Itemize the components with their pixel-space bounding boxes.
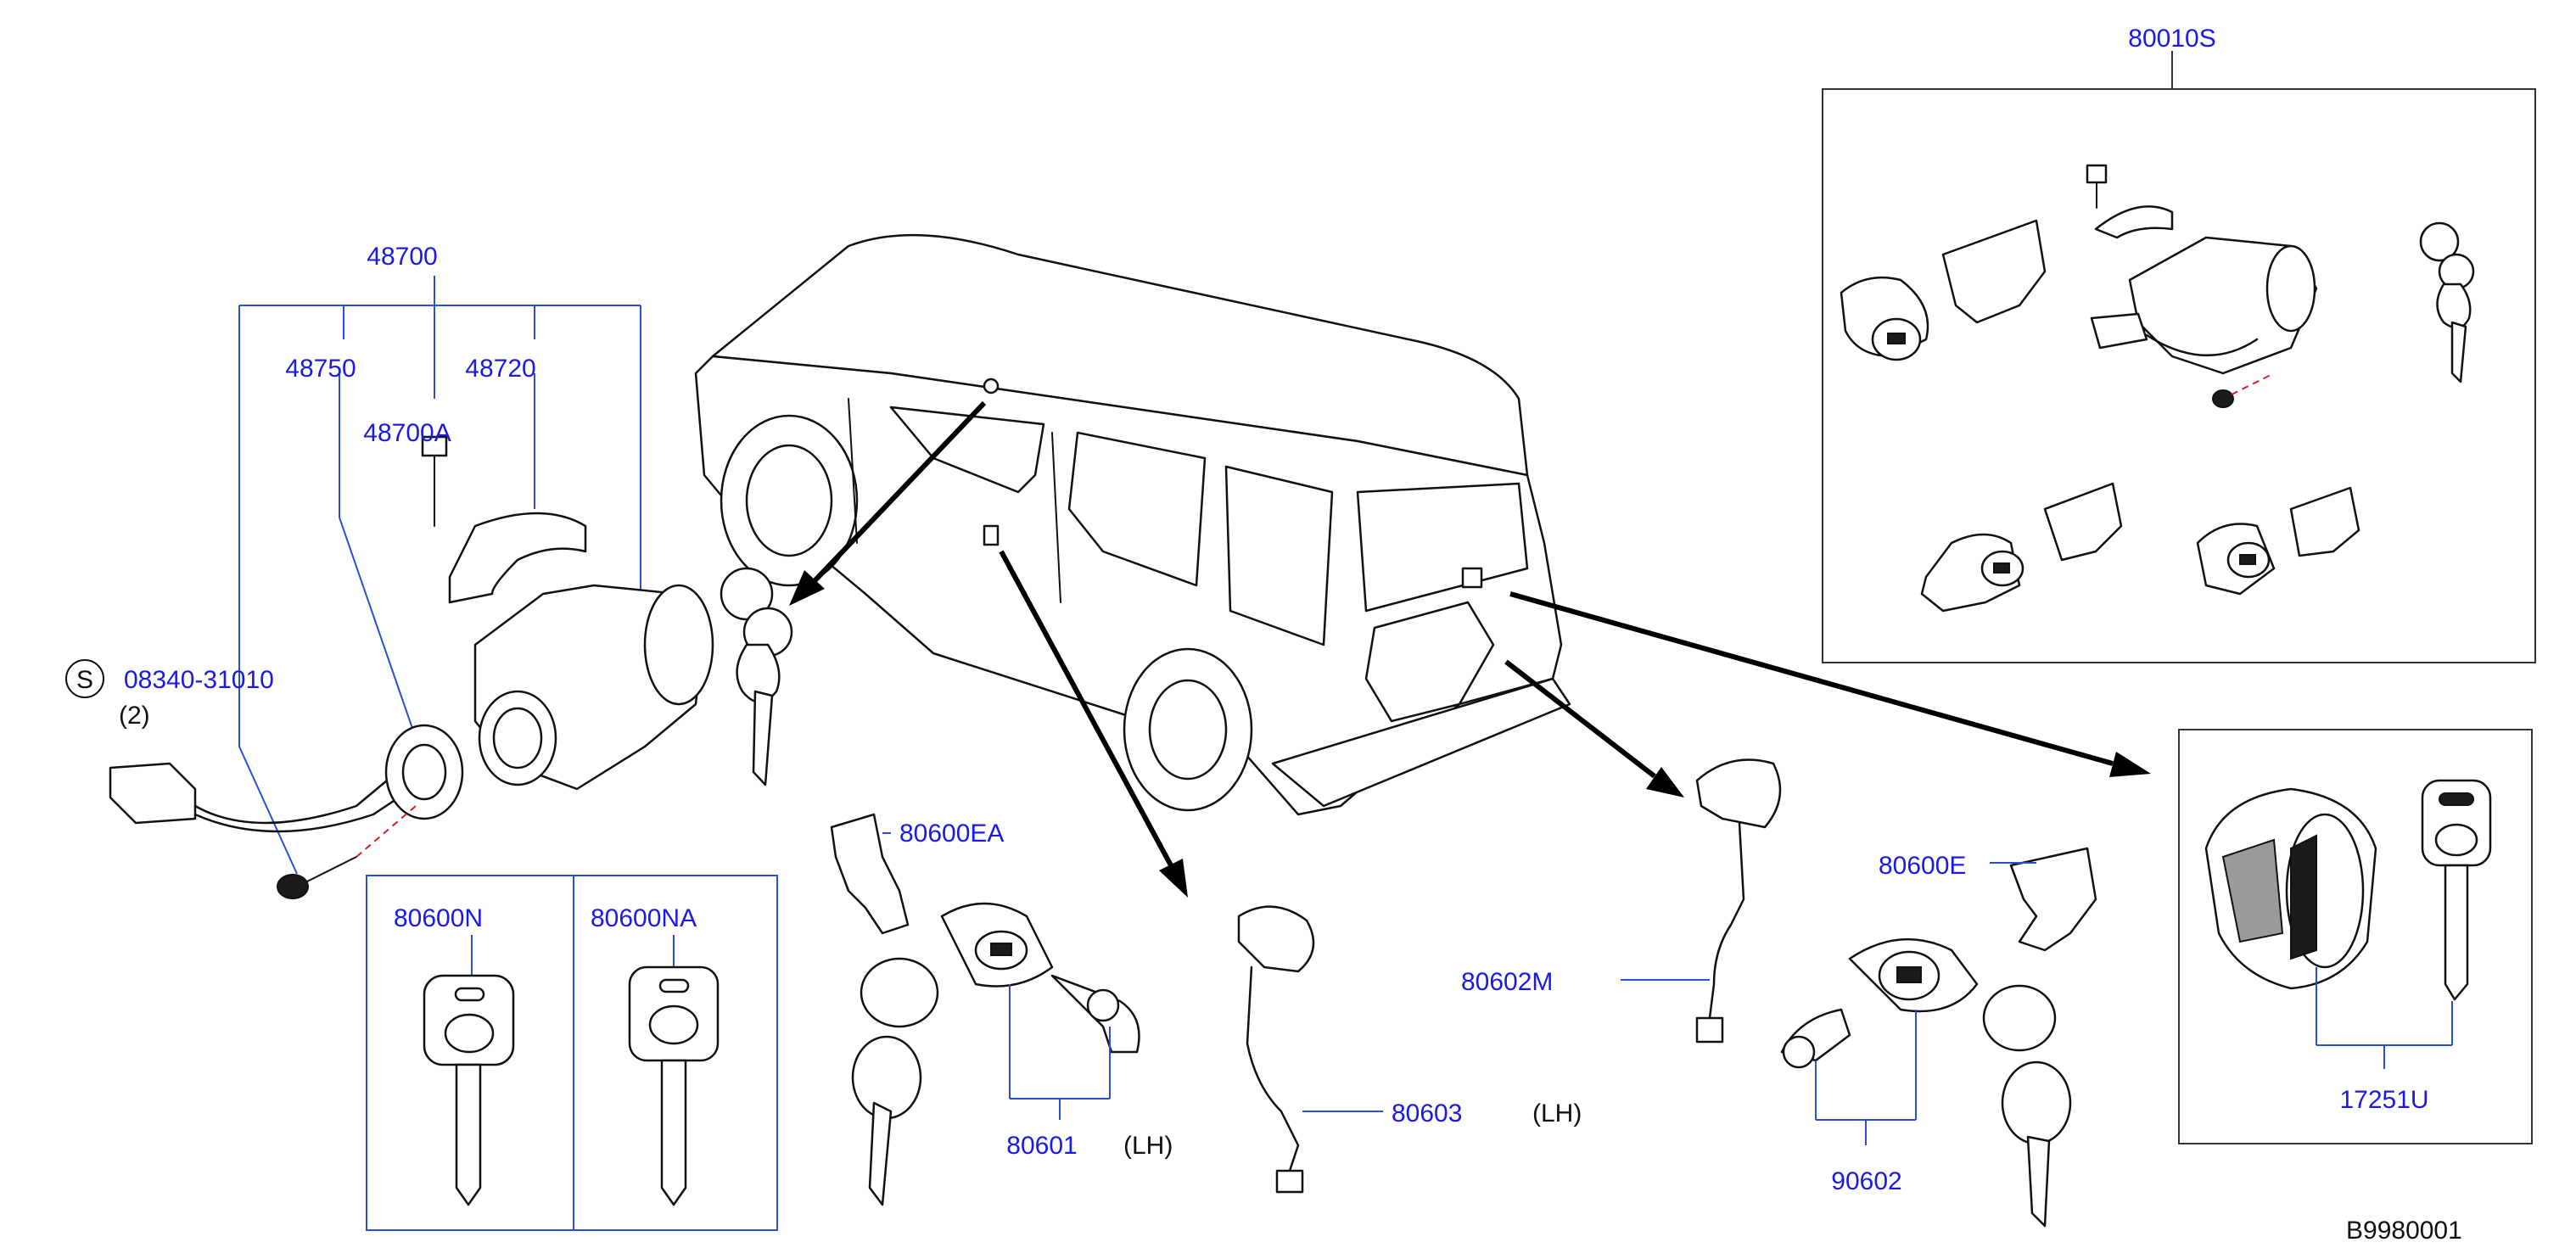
front-door-keyhole-icon: [983, 378, 1000, 394]
vehicle-illustration: [694, 233, 1571, 816]
part-labels: 80010S 48700 48750 48720 48700A 08340-31…: [119, 25, 2462, 1245]
rear-door-keyhole-icon: [983, 524, 1000, 546]
back-door-key-set-17251u: [2178, 729, 2533, 1144]
connector-icon: [109, 762, 197, 825]
part-label-80602m[interactable]: 80602M: [1461, 968, 1553, 996]
lh-note-2: (LH): [1532, 1100, 1582, 1128]
screw-icon: [277, 874, 309, 899]
lh-note-1: (LH): [1123, 1132, 1173, 1160]
part-label-80600n[interactable]: 80600N: [394, 904, 483, 932]
key-blanks-group: [366, 875, 778, 1231]
screw-symbol-label: S: [76, 666, 93, 694]
back-door-keyhole-icon: [1461, 567, 1483, 589]
quantity-note: (2): [119, 702, 150, 730]
diagram-reference: B9980001: [2346, 1217, 2462, 1245]
part-label-48750[interactable]: 48750: [285, 355, 356, 383]
part-label-48700a[interactable]: 48700A: [363, 419, 451, 447]
back-door-lock-group: [1780, 847, 2097, 1228]
part-label-08340-31010[interactable]: 08340-31010: [124, 666, 274, 694]
part-label-80600e[interactable]: 80600E: [1879, 852, 1966, 880]
arrows: [789, 400, 2151, 898]
part-label-80010s[interactable]: 80010S: [2128, 25, 2215, 53]
back-door-cable-group: [1621, 758, 1782, 1044]
part-label-80601[interactable]: 80601: [1006, 1132, 1077, 1160]
front-door-lock-group: [830, 813, 1140, 1206]
lock-set-kit-80010s: [1822, 51, 2536, 663]
part-label-90602[interactable]: 90602: [1831, 1167, 1901, 1195]
part-label-80603[interactable]: 80603: [1392, 1100, 1462, 1128]
screw-symbol-circle-icon: [65, 659, 104, 698]
part-label-48720[interactable]: 48720: [465, 355, 535, 383]
rear-door-rod-group: [1237, 905, 1383, 1194]
ignition-lock-assembly: [109, 276, 793, 899]
part-label-80600na[interactable]: 80600NA: [591, 904, 697, 932]
part-label-17251u[interactable]: 17251U: [2339, 1086, 2428, 1114]
part-label-80600ea[interactable]: 80600EA: [899, 820, 1004, 848]
part-label-48700[interactable]: 48700: [367, 243, 437, 271]
retainer-clip-icon: [830, 813, 910, 935]
clamp-icon: [448, 512, 587, 604]
